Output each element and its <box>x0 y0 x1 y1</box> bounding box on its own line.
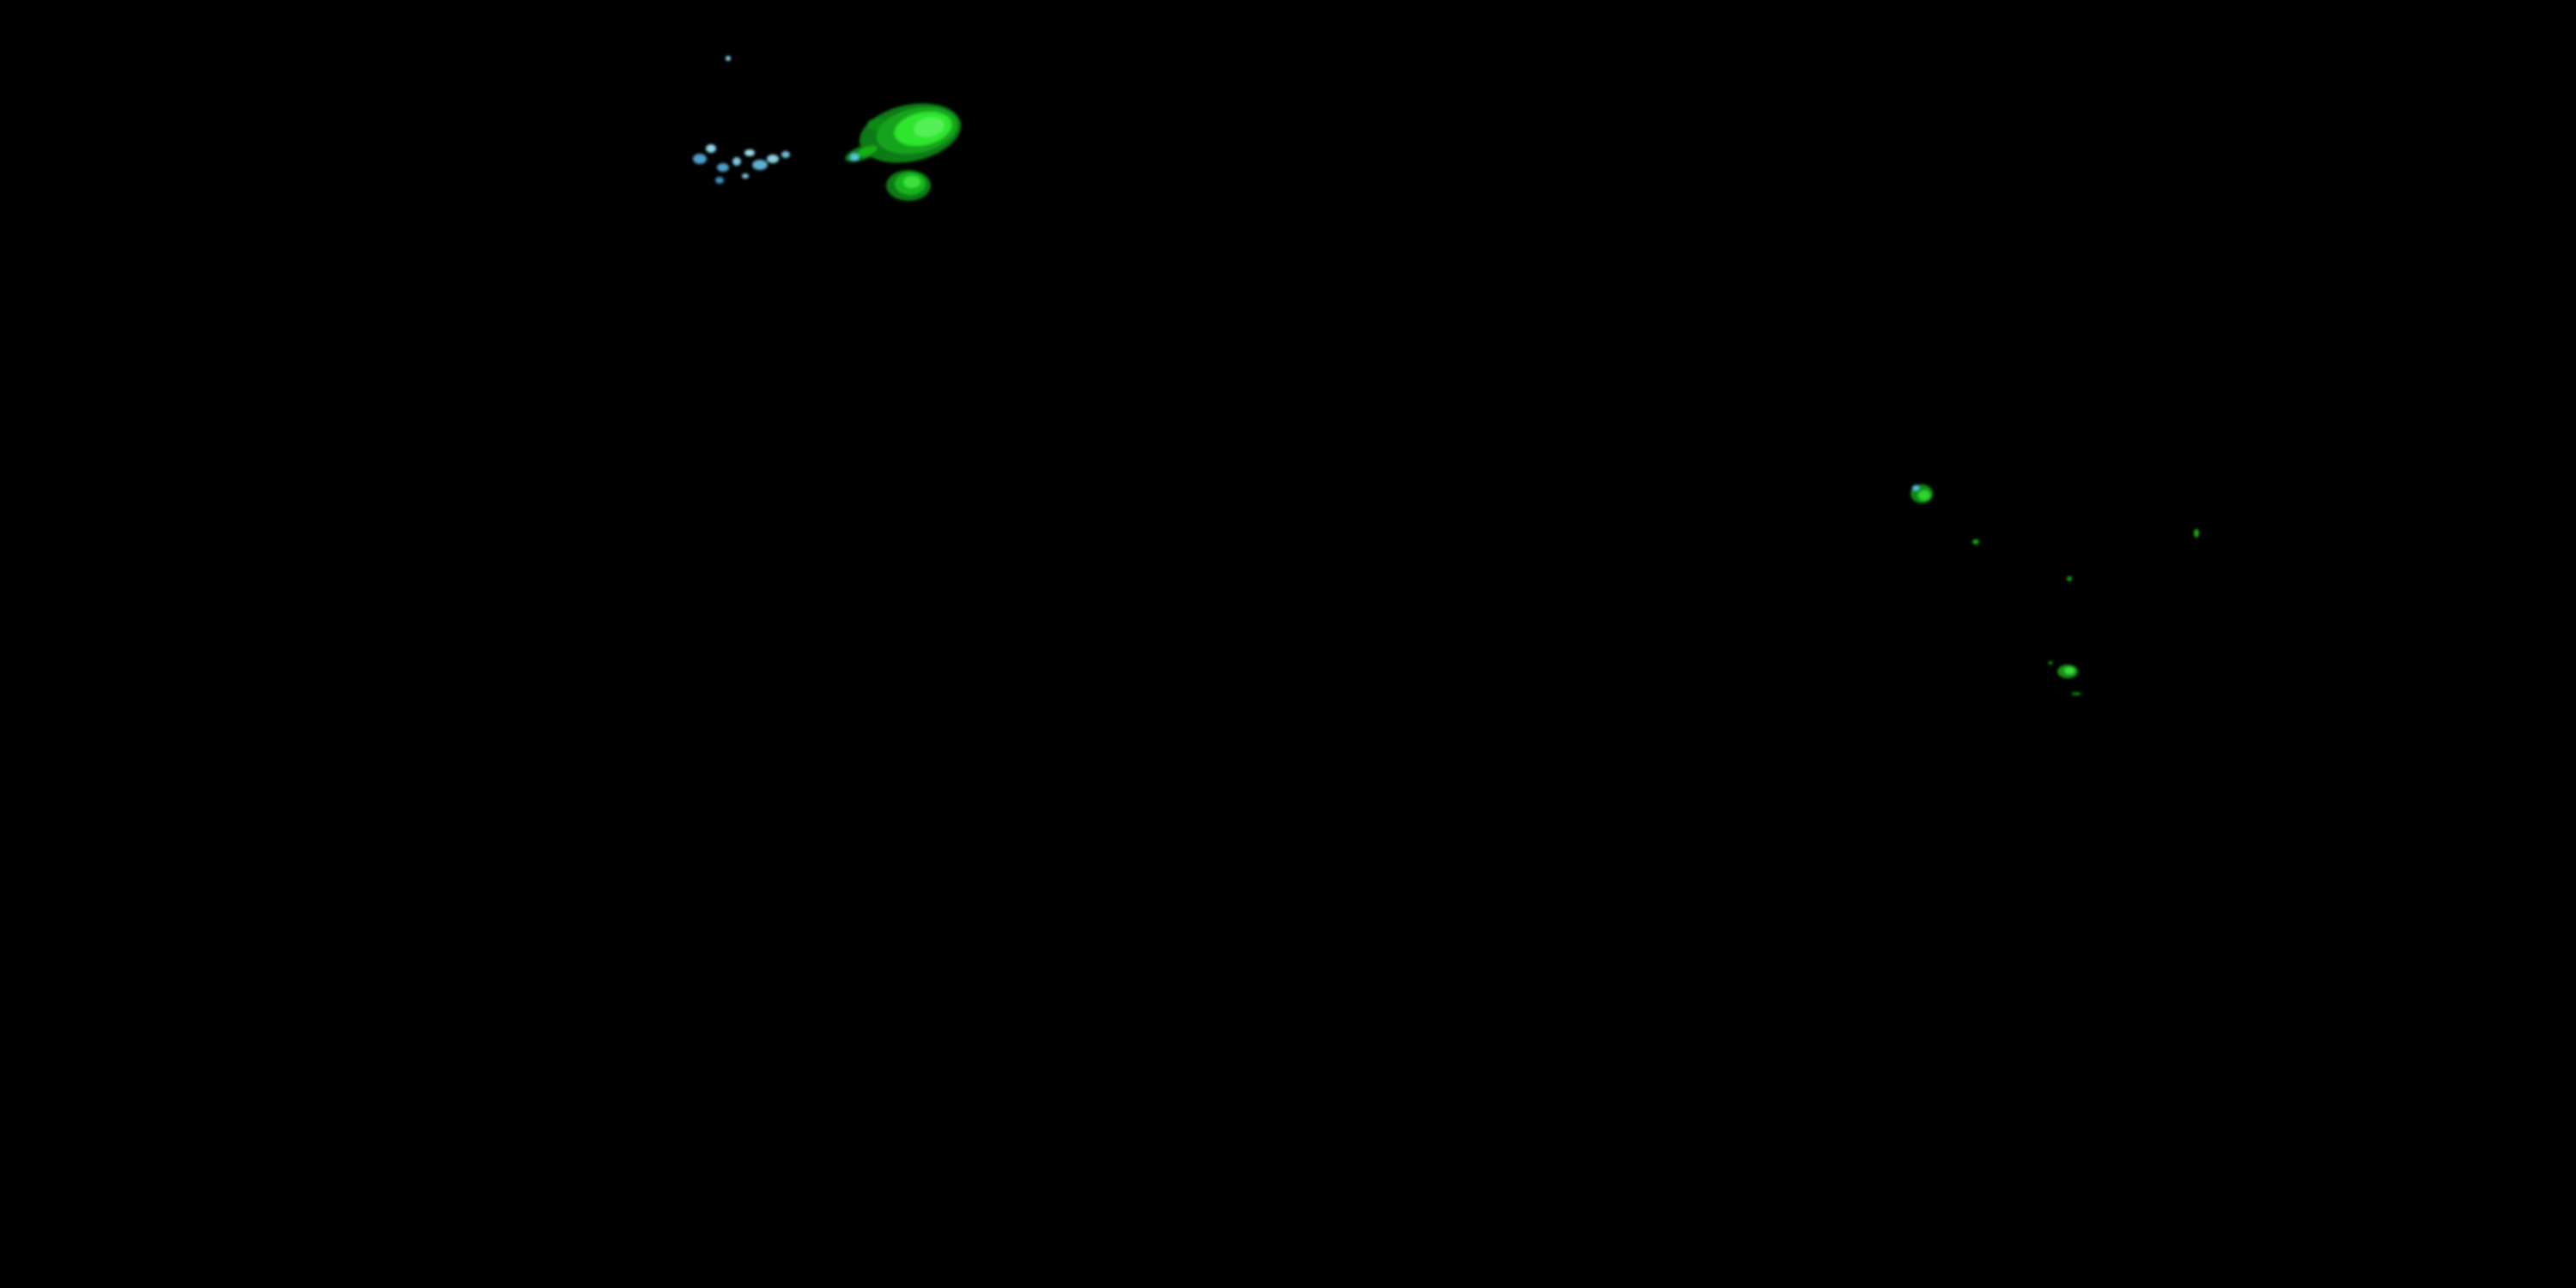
echo-spot <box>752 160 768 170</box>
echo-spot <box>2194 529 2199 538</box>
echo-spot <box>2048 661 2053 665</box>
secondary-cell-south-echo <box>886 170 931 201</box>
echo-spot <box>706 144 716 153</box>
echo-spot <box>1918 490 1930 501</box>
echo-spot <box>850 154 859 161</box>
east-speckle-1-echo <box>1972 539 1979 544</box>
echo-spot <box>767 155 779 163</box>
southeast-small-cell-echo <box>2048 661 2081 696</box>
east-small-cell-echo <box>1911 484 1933 503</box>
echo-spot <box>2064 667 2075 674</box>
echo-spot <box>2067 576 2072 581</box>
echo-spot <box>903 176 920 188</box>
echo-spot <box>717 163 729 172</box>
echo-spot <box>1912 485 1919 490</box>
echo-spot <box>715 177 724 184</box>
echo-spot <box>693 154 707 164</box>
echo-spot <box>781 151 790 158</box>
echo-spot <box>726 56 731 61</box>
echo-spot <box>2071 692 2081 696</box>
northwest-cyan-speckle-cluster-echo <box>693 144 790 184</box>
echo-spot <box>1972 539 1979 544</box>
echo-spot <box>732 157 741 166</box>
main-storm-cell-echo <box>845 103 962 163</box>
radar-echo-layer <box>693 56 2199 696</box>
east-speckle-3-echo <box>2067 576 2072 581</box>
echo-spot <box>742 173 749 179</box>
echo-spot <box>914 117 945 137</box>
tiny-north-dot-echo <box>726 56 731 61</box>
echo-spot <box>744 149 755 156</box>
echo-spot <box>857 145 878 157</box>
east-speckle-2-echo <box>2194 529 2199 538</box>
